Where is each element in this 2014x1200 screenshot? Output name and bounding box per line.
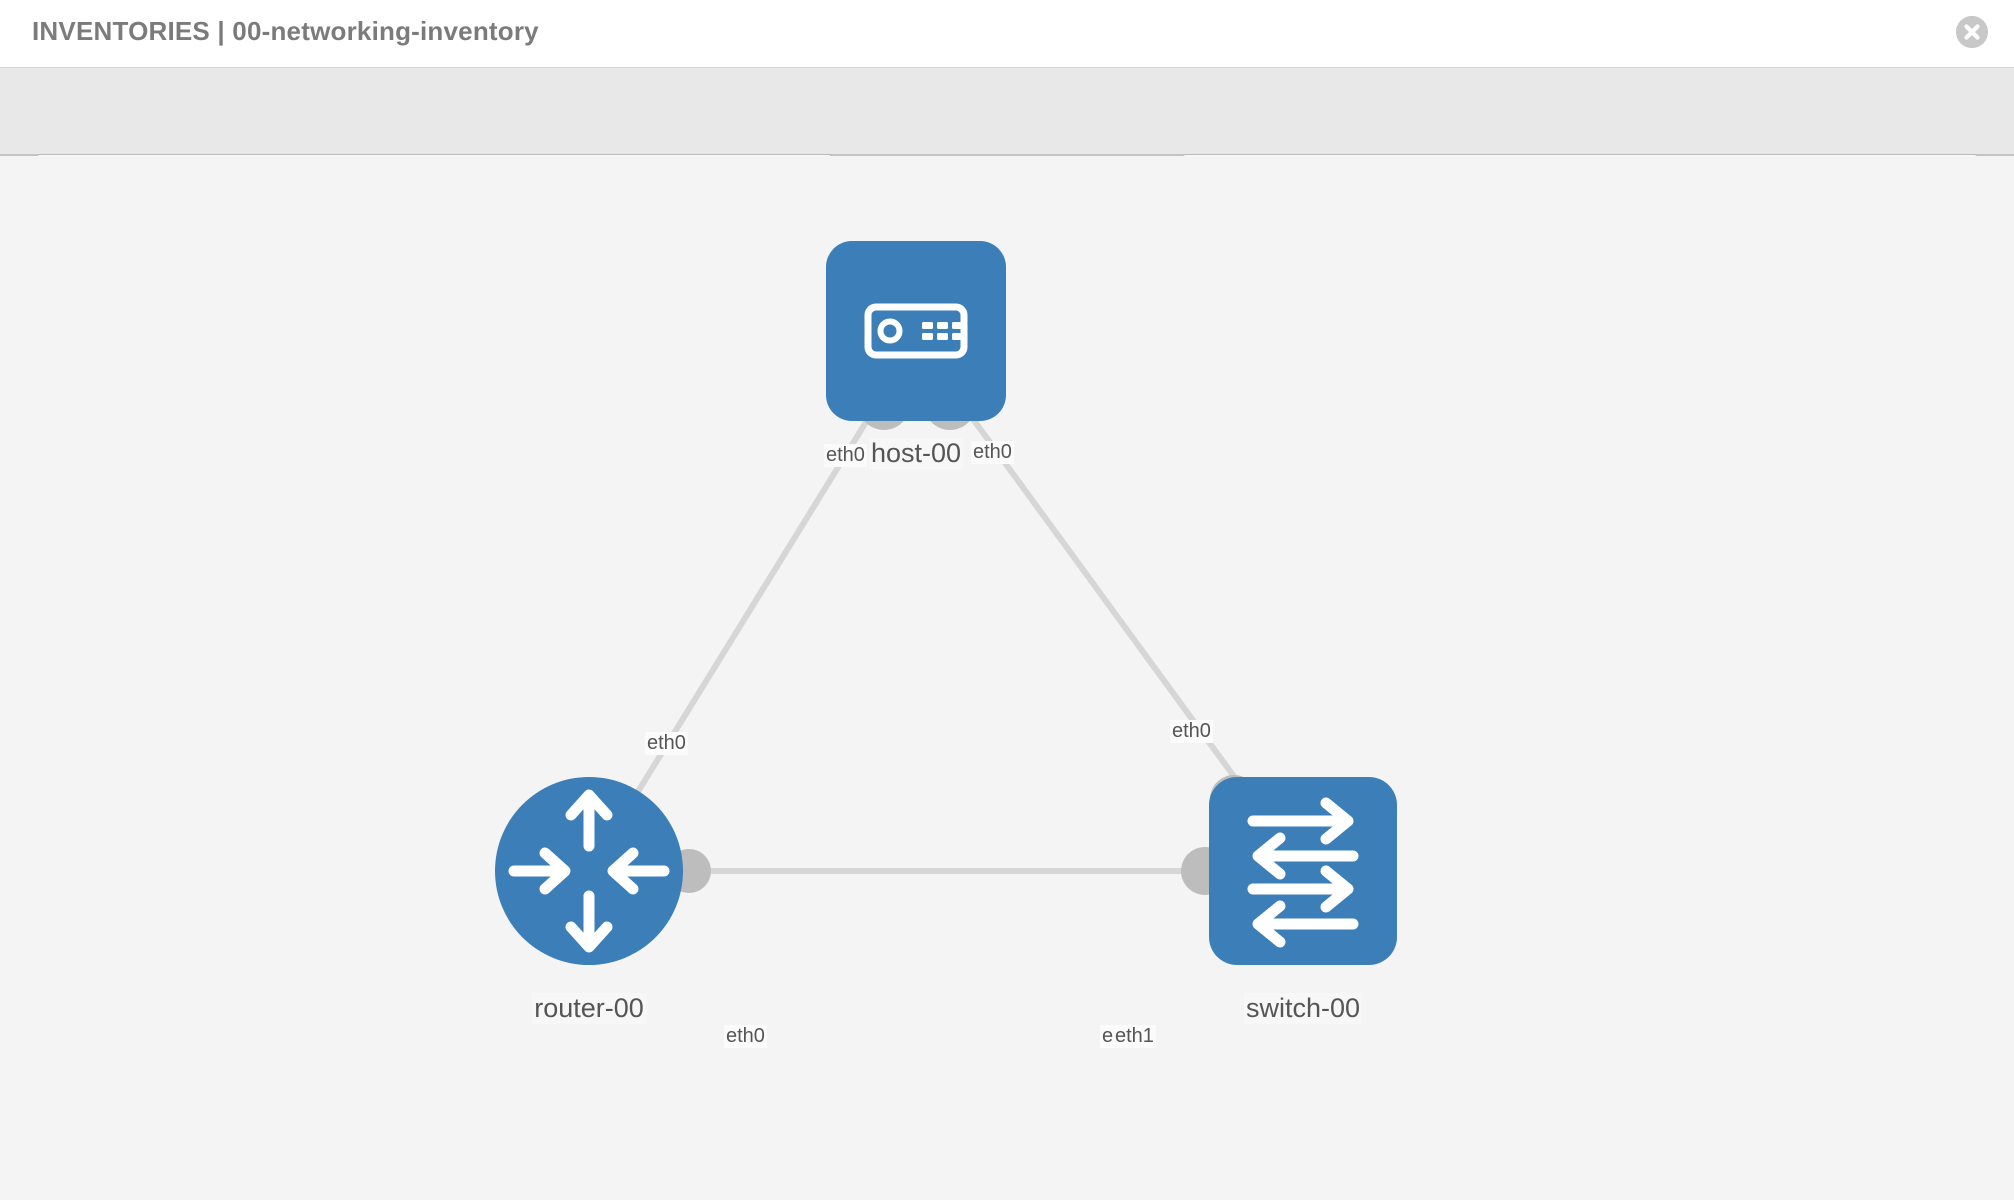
iface-label: eth0	[824, 444, 867, 467]
topology-graph	[495, 241, 1397, 965]
topology-canvas[interactable]: eth0 eth0 eth0 eth0 eth0 eth0 eth1 host-…	[0, 156, 2014, 1200]
node-switch-00[interactable]	[1209, 777, 1397, 965]
iface-label: eth0	[971, 441, 1014, 464]
node-label-router: router-00	[532, 993, 646, 1024]
page-title: INVENTORIES | 00-networking-inventory	[32, 16, 539, 46]
iface-label: eth0	[724, 1025, 767, 1048]
link-host-router	[586, 339, 919, 873]
close-icon[interactable]	[1956, 16, 1988, 48]
page-header: INVENTORIES | 00-networking-inventory	[0, 0, 2014, 68]
iface-label: eth0	[645, 732, 688, 755]
node-host-00[interactable]	[826, 241, 1006, 421]
node-label-host: host-00	[868, 438, 964, 469]
node-router-00[interactable]	[495, 777, 683, 965]
iface-label: eth1	[1113, 1025, 1156, 1048]
toolbar: ACTIONS SEARCH	[0, 68, 2014, 208]
node-label-switch: switch-00	[1243, 993, 1363, 1024]
iface-label: eth0	[1170, 720, 1213, 743]
